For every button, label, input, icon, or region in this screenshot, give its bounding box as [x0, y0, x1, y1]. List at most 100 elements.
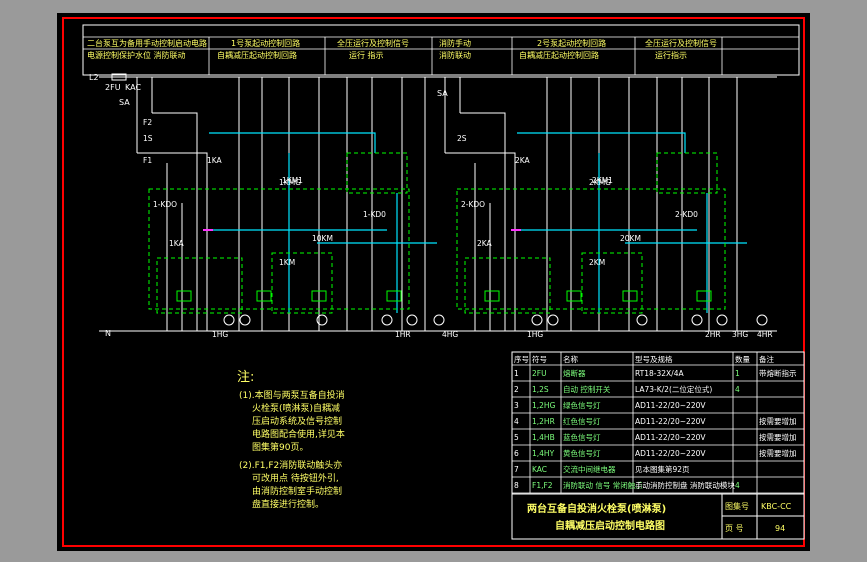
label-1ka: 1KA — [207, 156, 223, 165]
label-2kdo: 2-KDO — [461, 200, 485, 209]
header-run1-row1: 全压运行及控制信号 — [337, 38, 409, 48]
bom-cell: 按需要增加 — [759, 416, 797, 426]
bom-cell: 4 — [735, 385, 740, 394]
bom-header-cell: 符号 — [532, 354, 547, 364]
bom-cell: 红色信号灯 — [563, 416, 601, 426]
label-f2: F2 — [143, 118, 152, 127]
wires-group2 — [444, 77, 738, 331]
circuit-labels: F2 F1 1S 2S 1KA 2KA 1KM1 2KM1 1-KDO 2-KD… — [143, 118, 773, 339]
bus-lines — [99, 76, 777, 332]
bom-cell: 按需要增加 — [759, 432, 797, 442]
notes-line4: 电路图配合使用,详见本 — [252, 428, 345, 440]
header-run2-row2: 运行指示 — [655, 50, 687, 60]
header-grid — [83, 36, 799, 75]
label-2km: 2KM — [589, 258, 605, 267]
notes-line9: 盘直接进行控制。 — [252, 498, 324, 510]
label-sa: SA — [119, 98, 130, 107]
label-hl5: 3HG — [732, 330, 748, 339]
header-labels: 二台泵互为备用手动控制启动电路 电源控制保护水位 消防联动 1号泵起动控制回路 … — [87, 38, 717, 60]
header-group1-row1: 1号泵起动控制回路 — [231, 38, 300, 48]
bom-cell: 5 — [514, 433, 519, 442]
bom-cell: AD11-22/20~220V — [635, 417, 706, 426]
bom-cell: AD11-22/20~220V — [635, 401, 706, 410]
notes-title: 注: — [237, 370, 254, 385]
notes-line6: (2).F1,F2消防联动触头亦 — [239, 459, 342, 471]
label-sa2: SA — [437, 89, 448, 98]
notes-line2: 火栓泵(喷淋泵)自耦减 — [252, 402, 340, 414]
label-10km: 10KM — [312, 234, 333, 243]
title-line2: 自耦减压启动控制电路图 — [555, 519, 665, 532]
bom-cell: 熔断器 — [563, 368, 586, 378]
bom-cell: AD11-22/20~220V — [635, 433, 706, 442]
header-group1-row2: 自耦减压起动控制回路 — [217, 50, 297, 60]
page-value: 94 — [775, 524, 785, 533]
notes-line8: 由消防控制室手动控制 — [252, 485, 342, 497]
label-hl2: 1HR — [395, 330, 411, 339]
header-group2-row2: 自耦减压起动控制回路 — [519, 50, 599, 60]
bom-cell: 手动消防控制盘 消防联动模块 — [635, 480, 735, 490]
label-1km: 1KM — [279, 258, 295, 267]
page-label: 页 号 — [725, 524, 744, 533]
relay-coils — [176, 290, 712, 302]
label-hl7: 4HG — [442, 330, 458, 339]
bom-cell: 蓝色信号灯 — [563, 432, 601, 442]
bom-header-cell: 备注 — [759, 354, 774, 364]
label-1s: 1S — [143, 134, 153, 143]
bom-header-cell: 序号 — [514, 354, 529, 364]
label-n: N — [105, 329, 111, 338]
bom-cell: 2 — [514, 385, 519, 394]
bom-cell: 8 — [514, 481, 519, 490]
bom-cell: 1,2HR — [532, 417, 555, 426]
header-mid-row1: 消防手动 — [439, 38, 471, 48]
header-mid-row2: 消防联动 — [439, 50, 471, 60]
bom-header-cell: 型号及规格 — [635, 354, 673, 364]
bom-cell: 黄色信号灯 — [563, 448, 601, 458]
label-hl1: 1HG — [212, 330, 228, 339]
fuse-symbol — [111, 73, 127, 81]
bom-cell: 1,4HY — [532, 449, 555, 458]
label-bus1: 1KMG — [279, 178, 301, 187]
title-block: 两台互备自投消火栓泵(喷淋泵) 自耦减压启动控制电路图 图集号 KBC-CC 页… — [511, 493, 805, 540]
notes-line5: 图集第90页。 — [252, 441, 308, 453]
bom-cell: 3 — [514, 401, 519, 410]
outer-frame — [62, 17, 805, 547]
atlas-value: KBC-CC — [761, 502, 792, 511]
bom-cell: 7 — [514, 465, 519, 474]
header-left-row1: 二台泵互为备用手动控制启动电路 — [87, 38, 207, 48]
atlas-label: 图集号 — [725, 501, 749, 511]
title-line1: 两台互备自投消火栓泵(喷淋泵) — [527, 502, 666, 515]
label-1kdo-b: 1-KD0 — [363, 210, 386, 219]
bom-cell: 4 — [735, 481, 740, 490]
signal-lamps — [223, 314, 768, 326]
bom-cell: 见本图集第92页 — [635, 464, 690, 474]
bom-cell: 1,2S — [532, 385, 549, 394]
label-1kdo: 1-KDO — [153, 200, 177, 209]
label-kac: KAC — [125, 83, 141, 92]
bom-cell: KAC — [532, 465, 547, 474]
cyan-wires — [209, 132, 747, 313]
label-bus2: 2KMG — [589, 178, 611, 187]
bom-cell: 1,2HG — [532, 401, 556, 410]
circuit-diagram: 二台泵互为备用手动控制启动电路 电源控制保护水位 消防联动 1号泵起动控制回路 … — [62, 17, 805, 547]
drawing-sheet: 二台泵互为备用手动控制启动电路 电源控制保护水位 消防联动 1号泵起动控制回路 … — [57, 13, 810, 551]
bus-labels: L2 N 2FU KAC SA SA — [89, 73, 448, 338]
bom-cell: 消防联动 信号 常闭触点 — [563, 480, 643, 490]
label-20km: 20KM — [620, 234, 641, 243]
bom-cell: 2FU — [532, 369, 547, 378]
bom-cell: F1,F2 — [532, 481, 553, 490]
label-hl6: 4HR — [757, 330, 773, 339]
label-1ka-b: 1KA — [169, 239, 185, 248]
wires-group1 — [136, 77, 426, 331]
notes-block: 注: (1).本图与两泵互备自投消 火栓泵(喷淋泵)自耦减 压启动系统及信号控制… — [237, 370, 345, 510]
header-run2-row1: 全压运行及控制信号 — [645, 38, 717, 48]
dashed-boxes — [148, 152, 726, 314]
bom-cell: 1 — [735, 369, 740, 378]
bom-cell: AD11-22/20~220V — [635, 449, 706, 458]
bom-cell: 绿色信号灯 — [563, 400, 601, 410]
label-f1: F1 — [143, 156, 152, 165]
label-2kdo-b: 2-KD0 — [675, 210, 698, 219]
bom-cell: LA73-K/2(二位定位式) — [635, 384, 712, 394]
bom-cell: 1 — [514, 369, 519, 378]
label-2s: 2S — [457, 134, 467, 143]
